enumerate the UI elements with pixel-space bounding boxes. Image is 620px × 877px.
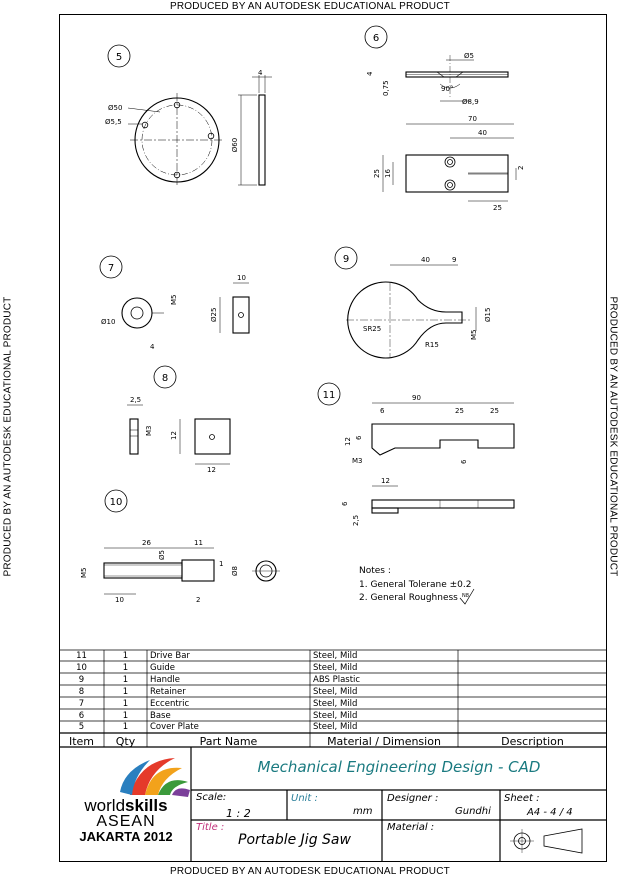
dim-5-3: 4 bbox=[258, 69, 263, 77]
dim-6-6: 40 bbox=[478, 129, 487, 137]
dim-7-3: 10 bbox=[237, 274, 246, 282]
dim-7-1: Ø10 bbox=[101, 318, 115, 326]
dim-8-0: 2,5 bbox=[130, 396, 141, 404]
balloon-5-label: 5 bbox=[116, 52, 122, 63]
dim-11-2: 25 bbox=[455, 407, 464, 415]
dim-10-3: M5 bbox=[80, 568, 88, 579]
dim-9-5: M5 bbox=[470, 330, 478, 341]
watermark-bottom: PRODUCED BY AN AUTODESK EDUCATIONAL PROD… bbox=[170, 866, 450, 877]
balloon-11 bbox=[317, 382, 341, 406]
dim-11-5: 6 bbox=[355, 435, 363, 440]
dim-10-7: 2 bbox=[196, 596, 200, 604]
dim-8-1: M3 bbox=[145, 426, 153, 437]
dim-6-5: 70 bbox=[468, 115, 477, 123]
dim-6-8: 16 bbox=[384, 169, 392, 178]
dim-8-2: 12 bbox=[170, 431, 178, 440]
view-8-retainer: 8 2,5 M3 12 12 bbox=[127, 365, 231, 474]
dim-6-9: 2 bbox=[517, 166, 525, 170]
balloon-7 bbox=[99, 255, 123, 279]
dim-11-10: 2,5 bbox=[352, 515, 360, 526]
plate-side-view bbox=[258, 94, 266, 186]
dim-5-0: Ø50 bbox=[108, 104, 122, 112]
dim-11-7: 6 bbox=[460, 459, 468, 464]
dim-11-4: 12 bbox=[344, 437, 352, 446]
dim-6-0: Ø5 bbox=[464, 52, 474, 60]
balloon-11-label: 11 bbox=[323, 390, 336, 401]
dim-9-3: R15 bbox=[425, 341, 439, 349]
dim-9-4: Ø15 bbox=[484, 308, 492, 322]
dim-7-0: M5 bbox=[170, 295, 178, 306]
dim-10-6: 10 bbox=[115, 596, 124, 604]
dim-6-2: 0,75 bbox=[382, 80, 390, 96]
title-block-grid bbox=[190, 747, 607, 862]
dim-11-8: 12 bbox=[381, 477, 390, 485]
balloon-9 bbox=[334, 246, 358, 270]
dim-6-3: 90° bbox=[441, 85, 453, 93]
dim-8-3: 12 bbox=[207, 466, 216, 474]
roughness-symbol-label: N8 bbox=[462, 593, 469, 599]
view-11-drive-bar: 11 90 6 25 25 12 6 M3 6 12 6 2,5 bbox=[317, 382, 515, 526]
balloon-9-label: 9 bbox=[343, 254, 349, 265]
bom-table-grid bbox=[59, 649, 607, 748]
dim-11-9: 6 bbox=[341, 501, 349, 506]
dim-6-4: Ø8,9 bbox=[462, 98, 479, 106]
balloon-8-label: 8 bbox=[162, 373, 168, 384]
dim-9-2: SR25 bbox=[363, 325, 381, 333]
dim-10-0: 26 bbox=[142, 539, 151, 547]
dim-10-4: Ø8 bbox=[231, 566, 239, 576]
dim-9-1: 9 bbox=[452, 256, 456, 264]
balloon-10-label: 10 bbox=[110, 497, 123, 508]
view-7-eccentric: 7 M5 Ø10 4 10 Ø25 bbox=[99, 255, 250, 351]
note-1: 1. General Tolerane ±0.2 bbox=[359, 580, 471, 590]
notes: Notes : 1. General Tolerane ±0.2 2. Gene… bbox=[359, 566, 471, 603]
dim-10-2: Ø5 bbox=[158, 550, 166, 560]
dim-5-1: Ø5,5 bbox=[105, 118, 122, 126]
dim-11-3: 25 bbox=[490, 407, 499, 415]
dim-6-1: 4 bbox=[366, 71, 374, 76]
dim-9-0: 40 bbox=[421, 256, 430, 264]
view-5-cover-plate: 5 Ø50 Ø5,5 Ø60 4 bbox=[105, 44, 272, 187]
watermark-top: PRODUCED BY AN AUTODESK EDUCATIONAL PROD… bbox=[170, 1, 450, 12]
balloon-10 bbox=[104, 489, 128, 513]
balloon-6-label: 6 bbox=[373, 33, 379, 44]
view-9-handle: 9 40 9 SR25 R15 Ø15 M5 bbox=[334, 246, 492, 359]
dim-11-6: M3 bbox=[352, 457, 363, 465]
view-10-guide: 10 26 11 Ø5 M5 Ø8 1 10 2 bbox=[80, 489, 280, 604]
balloon-8 bbox=[153, 365, 177, 389]
dim-6-7: 25 bbox=[373, 169, 381, 178]
dim-11-0: 90 bbox=[412, 394, 421, 402]
projection-symbol-icon bbox=[510, 828, 583, 854]
drawing-frame bbox=[59, 14, 607, 862]
worldskills-logo-icon bbox=[120, 758, 190, 797]
dim-5-2: Ø60 bbox=[231, 138, 239, 152]
dim-7-4: Ø25 bbox=[210, 308, 218, 322]
dim-7-2: 4 bbox=[150, 343, 155, 351]
notes-title: Notes : bbox=[359, 566, 391, 576]
balloon-5 bbox=[107, 44, 131, 68]
base-top-view bbox=[405, 154, 509, 193]
balloon-7-label: 7 bbox=[108, 263, 114, 274]
dim-6-10: 25 bbox=[493, 204, 502, 212]
dim-11-1: 6 bbox=[380, 407, 385, 415]
roughness-symbol-icon bbox=[459, 588, 475, 605]
dim-10-5: 1 bbox=[219, 560, 223, 568]
view-6-base: 6 Ø5 4 0,75 90° Ø8,9 70 40 25 16 2 25 bbox=[364, 25, 525, 212]
dim-10-1: 11 bbox=[194, 539, 203, 547]
balloon-6 bbox=[364, 25, 388, 49]
note-2: 2. General Roughness bbox=[359, 593, 458, 603]
